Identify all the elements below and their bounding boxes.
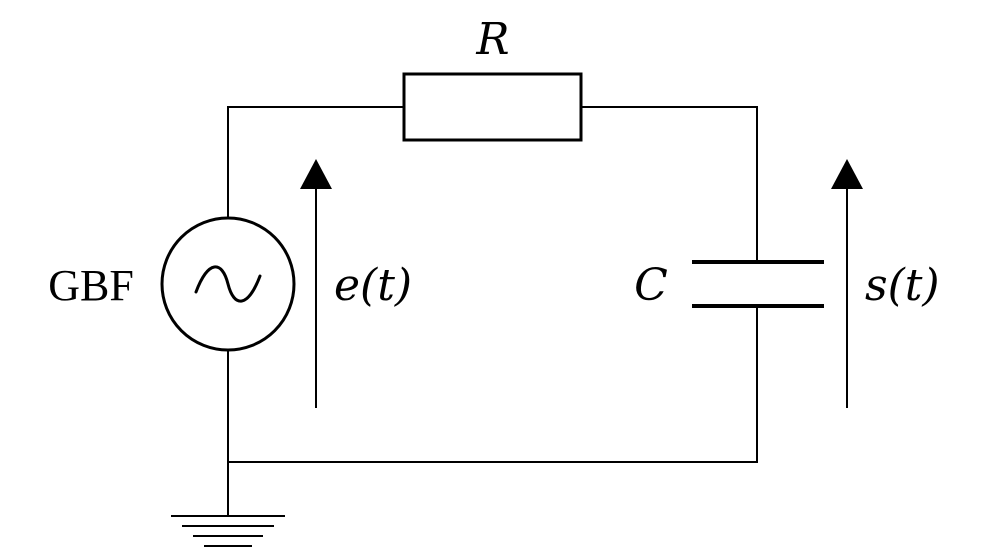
output-voltage-arrow [831, 159, 863, 408]
source-label: GBF [48, 261, 134, 310]
resistor [402, 72, 583, 142]
input-voltage-arrow-head [300, 159, 332, 189]
capacitor-label: C [634, 260, 668, 311]
capacitor [692, 260, 824, 308]
sine-wave-icon [194, 265, 262, 303]
ac-source [160, 216, 296, 352]
input-voltage-label: e(t) [334, 260, 412, 311]
output-voltage-arrow-head [831, 159, 863, 189]
arrow-up-icon [300, 159, 332, 408]
resistor-label: R [475, 14, 509, 65]
wires [227, 106, 758, 517]
ground-icon [171, 515, 285, 547]
output-voltage-label: s(t) [865, 260, 940, 311]
